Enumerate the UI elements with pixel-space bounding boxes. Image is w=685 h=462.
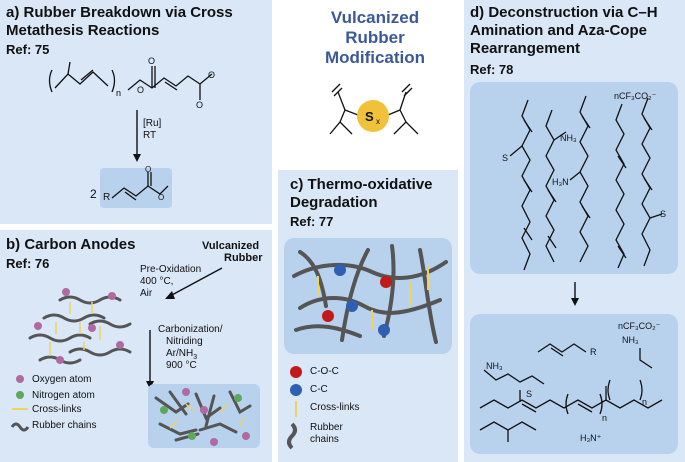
panel-a-reaction: n O O O O O O: [48, 56, 215, 208]
carbon-anode-nitrogen-atoms: [160, 394, 242, 440]
deconstructed-products-box: [470, 314, 678, 454]
panel-d-title-line2: Amination and Aza-Cope: [470, 22, 647, 39]
step2-line4: 900 °C: [166, 360, 197, 371]
carbon-anode-chains: [154, 390, 252, 442]
h3n-plus-bottom: H₃N⁺: [580, 433, 602, 443]
panel-a-ref: Ref: 75: [6, 42, 50, 57]
legend-chains-c: chains: [310, 434, 339, 445]
polyisoprene-structure: [48, 61, 116, 93]
coc-legend-icon: [290, 366, 302, 378]
oxygen-atom-legend-icon: [16, 375, 24, 383]
cc-legend-icon: [290, 384, 302, 396]
step1-line1: Pre-Oxidation: [140, 264, 202, 275]
dimethyl-fumarate-structure: [127, 66, 213, 100]
legend-coc: C-O-C: [310, 366, 339, 377]
deconstructed-fragments: [479, 343, 663, 442]
r-group-label: R: [103, 192, 111, 203]
nh3-plus-top: NH₃: [560, 133, 577, 143]
coc-sites: [322, 276, 392, 322]
input-label-line1: Vulcanized: [202, 240, 260, 252]
center-title-line2: Rubber: [345, 28, 405, 47]
panel-c-title-line2: Degradation: [290, 194, 378, 211]
sulfur-subscript: x: [376, 117, 380, 126]
legend-rubber-chains: Rubber chains: [32, 420, 97, 431]
panel-d-title-line1: d) Deconstruction via C–H: [470, 4, 658, 21]
aminated-rubber-box: [470, 82, 678, 274]
methyl-ester-product: [111, 172, 169, 201]
step2-line1: Carbonization/: [158, 324, 223, 335]
panel-b-graphic: [10, 267, 260, 448]
step2-line3: Ar/NH3: [166, 348, 197, 364]
svg-text:O: O: [145, 165, 151, 174]
step1-line3: Air: [140, 288, 153, 299]
panel-d-title-line3: Rearrangement: [470, 40, 581, 57]
panel-a-title-line1: a) Rubber Breakdown via Cross: [6, 4, 233, 21]
step2-line3-sub: 3: [193, 354, 198, 361]
legend-nitrogen-atom: Nitrogen atom: [32, 390, 95, 401]
panel-b-title: b) Carbon Anodes: [6, 236, 136, 253]
center-title-line3: Modification: [324, 48, 426, 67]
carbon-anode-oxygen-atoms: [182, 388, 250, 446]
legend-crosslinks-c: Cross-links: [310, 402, 360, 413]
step1-line2: 400 °C,: [140, 276, 174, 287]
oxidized-crosslinks: [49, 302, 101, 356]
panel-c-ref: Ref: 77: [290, 214, 334, 229]
nitrogen-atom-legend-icon: [16, 391, 24, 399]
s-label-left: S: [502, 153, 509, 163]
h3n-label: H₃N: [552, 177, 569, 187]
n-label-d1: n: [602, 413, 608, 423]
legend-oxygen-atom: Oxygen atom: [32, 374, 92, 385]
aminated-chains: [509, 95, 663, 271]
s-label-right: S: [660, 209, 667, 219]
panel-d-ref: Ref: 78: [470, 62, 514, 77]
product-highlight: [100, 168, 172, 208]
svg-text:O: O: [148, 56, 155, 66]
polymer-n-label: n: [116, 88, 121, 98]
center-title-line1: Vulcanized: [330, 8, 420, 27]
svg-text:O: O: [208, 70, 215, 80]
step2-line2: Nitriding: [166, 336, 203, 347]
oxidized-oxygen-atoms: [34, 288, 124, 364]
legend-rubber-c: Rubber: [310, 422, 343, 433]
sulfur-label: S: [365, 109, 374, 124]
legend-cross-links: Cross-links: [32, 404, 82, 415]
svg-text:O: O: [196, 100, 203, 110]
legend-cc: C-C: [310, 384, 328, 395]
carbon-anode-crosslinks: [169, 403, 245, 429]
coefficient-label: 2: [90, 187, 97, 201]
svg-text:O: O: [158, 193, 164, 202]
r-group-d: R: [590, 347, 597, 357]
panel-c-title-line1: c) Thermo-oxidative: [290, 176, 433, 193]
degradation-crosslinks: [317, 266, 429, 330]
svg-text:O: O: [137, 85, 144, 95]
panel-a-title-line2: Metathesis Reactions: [6, 22, 160, 39]
condition-label: RT: [143, 130, 157, 141]
sulfur-bridge-sphere: [357, 100, 389, 132]
rubber-chain-legend-icon-c: [287, 422, 297, 450]
rubber-chain-legend-icon: [10, 422, 30, 432]
cc-sites: [334, 264, 390, 336]
catalyst-label: [Ru]: [143, 118, 162, 129]
s-label-bottom: S: [526, 389, 533, 399]
panel-b-ref: Ref: 76: [6, 256, 50, 271]
counterion-top: nCF₃CO₂⁻: [614, 91, 657, 101]
input-label-line2: Rubber: [224, 252, 263, 264]
step2-line3-text: Ar/NH: [166, 348, 194, 359]
n-label-d2: n: [642, 397, 648, 407]
nh3-left: NH₃: [486, 361, 503, 371]
center-title: Vulcanized Rubber Modification: [300, 8, 450, 68]
counterion-bottom: nCF₃CO₂⁻: [618, 321, 661, 331]
pre-oxidation-arrow: [169, 267, 223, 297]
nh3-bottom: NH₃: [622, 335, 639, 345]
